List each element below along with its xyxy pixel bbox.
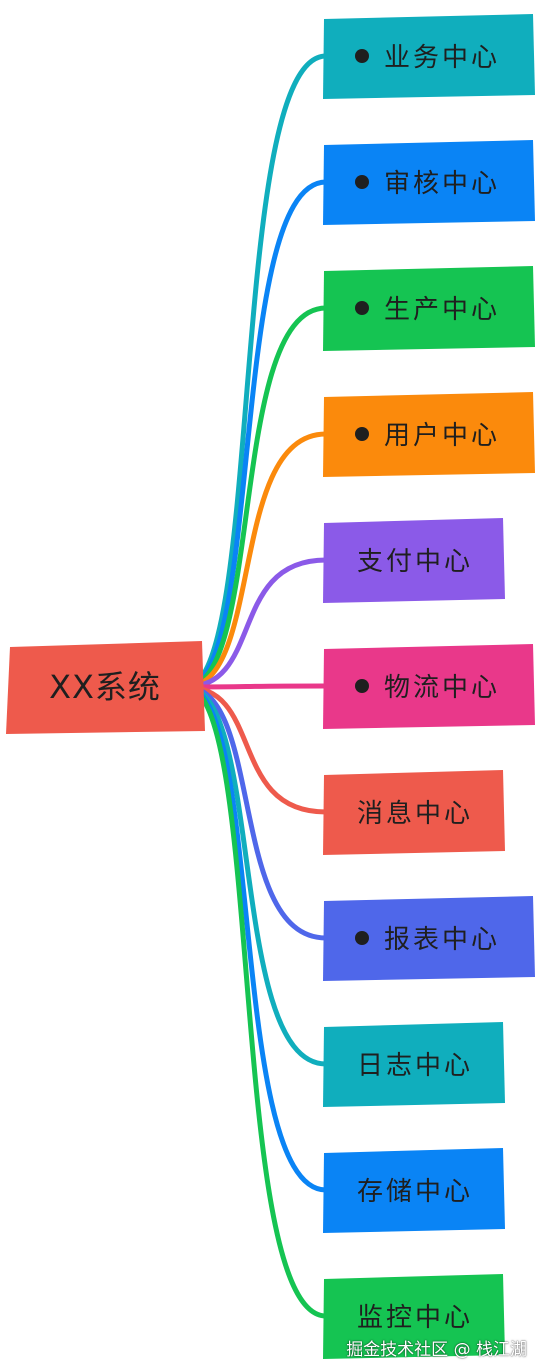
- bullet-dot-icon: [355, 175, 369, 189]
- connector-line: [183, 431, 329, 690]
- connector-lines: [183, 53, 329, 1319]
- branch-box: [323, 14, 535, 99]
- branch-label: 用户中心: [384, 421, 500, 451]
- branch-label: 审核中心: [384, 169, 500, 199]
- branch-label: 日志中心: [357, 1051, 473, 1081]
- branch-node[interactable]: 存储中心: [323, 1148, 505, 1233]
- branch-box: [323, 1148, 505, 1233]
- branch-box: [323, 1022, 505, 1107]
- branch-node[interactable]: 监控中心: [323, 1274, 505, 1359]
- branch-node[interactable]: 支付中心: [323, 518, 505, 603]
- branch-label: 物流中心: [384, 673, 500, 703]
- branch-node[interactable]: 审核中心: [323, 140, 535, 225]
- watermark: 掘金技术社区 @ 栈江湖: [346, 1340, 527, 1360]
- branch-label: 业务中心: [384, 43, 500, 73]
- branch-label: 生产中心: [384, 295, 500, 325]
- branch-box: [323, 770, 505, 855]
- connector-line: [183, 684, 329, 941]
- branch-label: 存储中心: [357, 1177, 473, 1207]
- branch-node[interactable]: 报表中心: [323, 896, 535, 981]
- branch-label: 消息中心: [357, 799, 473, 829]
- connector-line: [183, 683, 329, 690]
- root-box: [6, 641, 205, 734]
- connector-line: [183, 684, 329, 1067]
- branch-label: 支付中心: [357, 547, 473, 577]
- branch-box: [323, 140, 535, 225]
- branch-node[interactable]: 用户中心: [323, 392, 535, 477]
- root-label: XX系统: [49, 668, 161, 706]
- branch-box: [323, 266, 535, 351]
- bullet-dot-icon: [355, 49, 369, 63]
- branch-node[interactable]: 日志中心: [323, 1022, 505, 1107]
- branch-nodes: 业务中心审核中心生产中心用户中心支付中心物流中心消息中心报表中心日志中心存储中心…: [323, 14, 535, 1359]
- bullet-dot-icon: [355, 931, 369, 945]
- branch-box: [323, 644, 535, 729]
- branch-label: 报表中心: [384, 925, 500, 955]
- connector-line: [183, 305, 329, 690]
- branch-box: [323, 1274, 505, 1359]
- connector-line: [183, 179, 329, 690]
- connector-line: [183, 557, 329, 690]
- branch-node[interactable]: 消息中心: [323, 770, 505, 855]
- connector-line: [183, 684, 329, 815]
- branch-box: [323, 518, 505, 603]
- connector-line: [183, 684, 329, 1319]
- branch-node[interactable]: 物流中心: [323, 644, 535, 729]
- branch-box: [323, 896, 535, 981]
- branch-box: [323, 392, 535, 477]
- branch-node[interactable]: 业务中心: [323, 14, 535, 99]
- connector-line: [183, 53, 329, 690]
- bullet-dot-icon: [355, 679, 369, 693]
- branch-node[interactable]: 生产中心: [323, 266, 535, 351]
- branch-label: 监控中心: [357, 1303, 473, 1333]
- bullet-dot-icon: [355, 427, 369, 441]
- root-node[interactable]: XX系统: [6, 641, 205, 734]
- bullet-dot-icon: [355, 301, 369, 315]
